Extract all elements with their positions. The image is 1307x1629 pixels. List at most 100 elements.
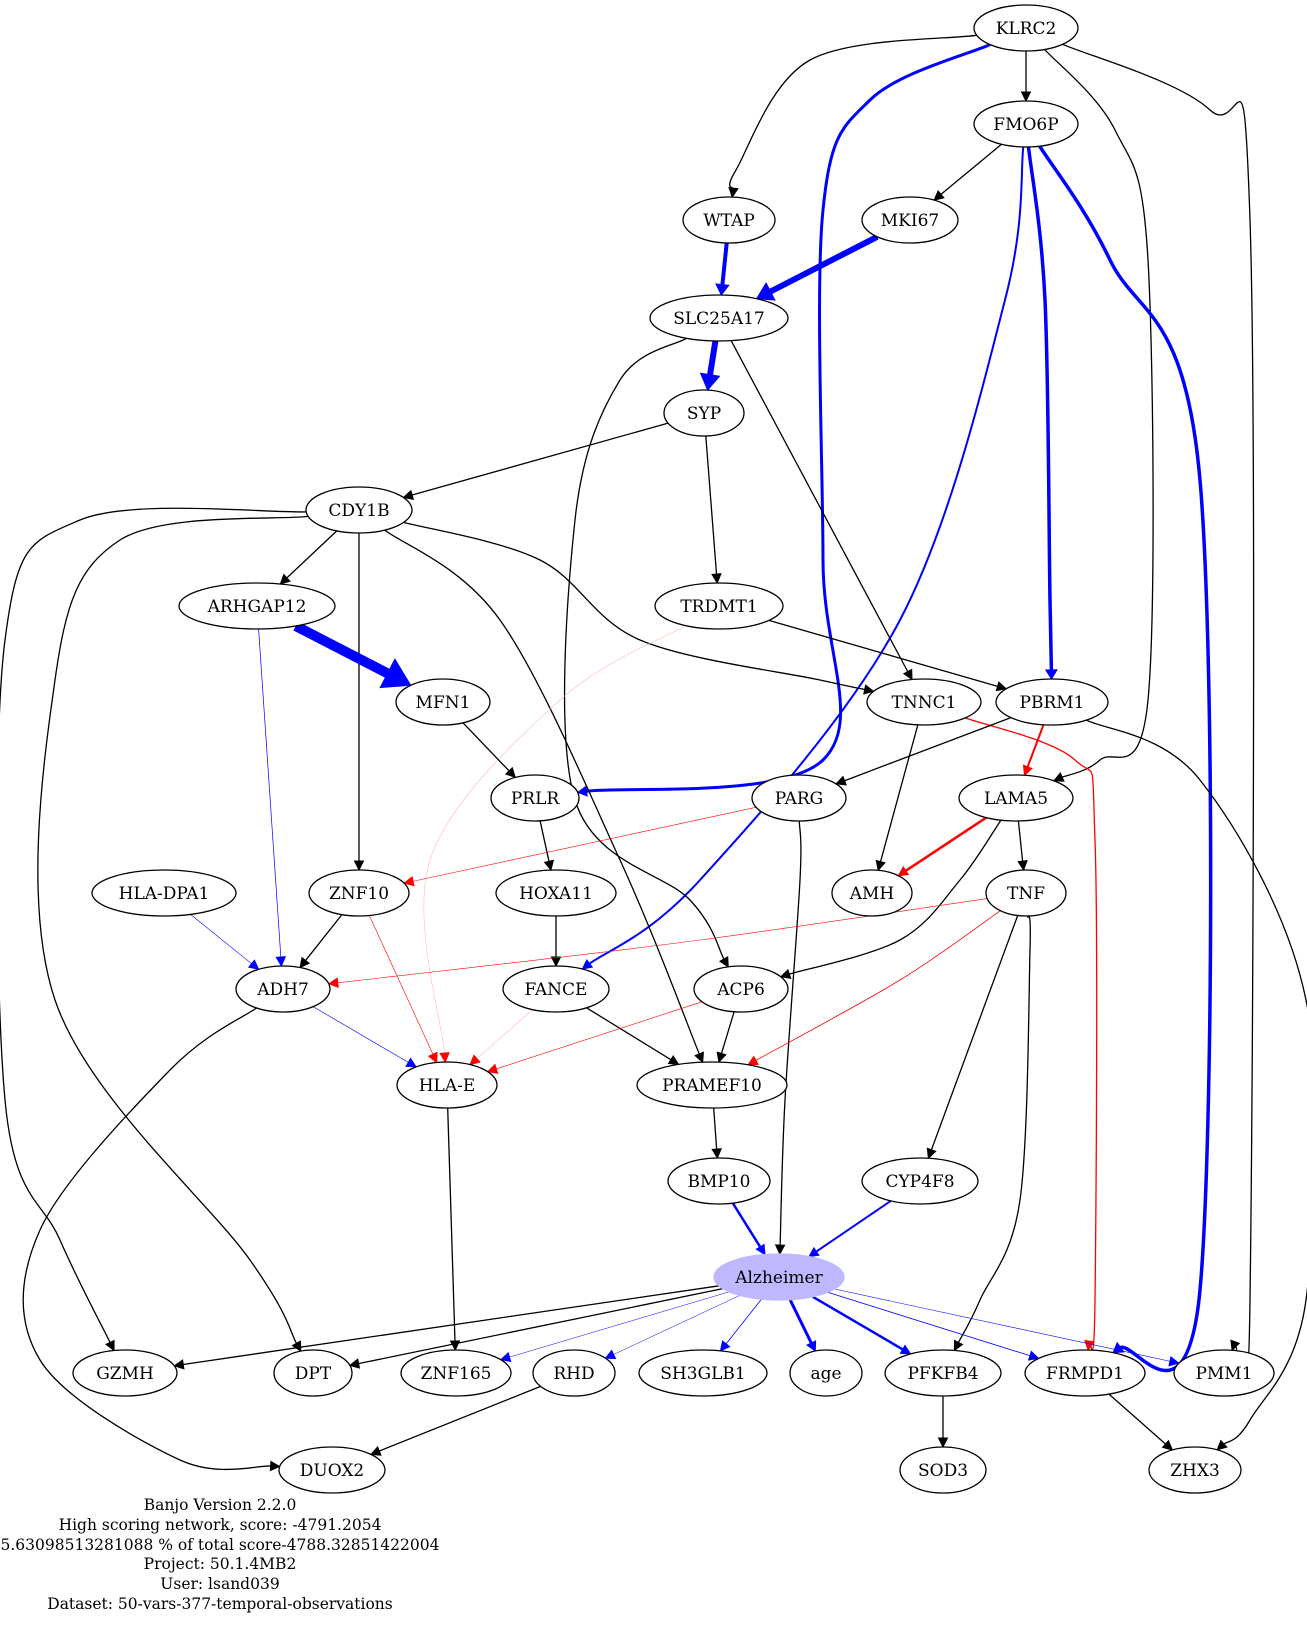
- node-age: age: [789, 1349, 863, 1397]
- edge-arrowhead: [269, 1460, 281, 1472]
- edge-arrowhead: [369, 1445, 382, 1456]
- node-ellipse: [985, 869, 1067, 917]
- node-ellipse: [495, 869, 617, 917]
- edge-lama5-to-amh: [897, 816, 987, 877]
- node-ellipse: [1173, 1349, 1275, 1397]
- edge-line: [357, 1287, 723, 1365]
- edge-line: [369, 915, 434, 1056]
- edge-line: [447, 1107, 456, 1343]
- edge-arrowhead: [897, 865, 910, 877]
- node-ellipse: [973, 100, 1079, 148]
- edge-hla-dpa1-to-adh7: [190, 914, 260, 970]
- edge-arhgap12-to-adh7: [258, 628, 287, 968]
- edge-arrowhead: [1112, 1341, 1125, 1354]
- node-mfn1: MFN1: [395, 678, 491, 726]
- edge-line: [588, 146, 1025, 965]
- node-wtap: WTAP: [682, 196, 776, 244]
- edge-arrowhead: [173, 1359, 185, 1370]
- node-label: ZHX3: [1170, 1461, 1220, 1481]
- edge-parg-to-alzheimer: [774, 820, 802, 1256]
- edge-arrowhead: [1161, 1439, 1174, 1451]
- node-label: DUOX2: [300, 1461, 365, 1481]
- edge-arrowhead: [439, 1052, 450, 1064]
- edge-arrowhead: [718, 955, 729, 968]
- edge-fmo6p-to-fance: [581, 146, 1025, 970]
- node-ellipse: [235, 965, 331, 1013]
- node-ellipse: [654, 582, 784, 630]
- node-ellipse: [72, 1349, 178, 1397]
- edge-arrowhead: [550, 956, 562, 968]
- node-label: RHD: [553, 1364, 594, 1384]
- edge-tnnc1-to-frmpd1: [965, 717, 1098, 1352]
- node-ellipse: [638, 1349, 768, 1397]
- edge-line: [563, 337, 725, 961]
- edge-line: [1026, 146, 1054, 671]
- edge-alzheimer-to-znf165: [499, 1291, 730, 1363]
- node-ellipse: [713, 1253, 845, 1301]
- edge-line: [378, 1385, 541, 1453]
- edge-arrowhead: [747, 1055, 759, 1066]
- node-label: age: [810, 1364, 841, 1384]
- edge-line: [788, 819, 1002, 976]
- node-ellipse: [649, 294, 789, 342]
- node-label: SH3GLB1: [660, 1364, 745, 1384]
- node-label: FMO6P: [993, 115, 1058, 135]
- edge-line: [1026, 724, 1045, 769]
- node-rhd: RHD: [532, 1349, 616, 1397]
- node-duox2: DUOX2: [278, 1446, 386, 1494]
- edge-line: [827, 1291, 1032, 1357]
- node-label: AMH: [849, 884, 895, 904]
- edge-alzheimer-to-age: [788, 1299, 817, 1352]
- edge-fmo6p-to-frmpd1: [1038, 145, 1213, 1373]
- edge-layer: [0, 34, 1307, 1472]
- edge-arrowhead: [604, 1349, 617, 1360]
- edge-arrowhead: [863, 684, 875, 695]
- edge-adh7-to-duox2: [22, 1007, 281, 1472]
- node-label: HLA-E: [419, 1076, 476, 1096]
- node-pbrm1: PBRM1: [995, 678, 1109, 726]
- node-lama5: LAMA5: [958, 774, 1074, 822]
- edge-line: [834, 1288, 1171, 1362]
- node-slc25a17: SLC25A17: [649, 294, 789, 342]
- node-label: PBRM1: [1020, 693, 1085, 713]
- edge-frmpd1-to-zhx3: [1108, 1393, 1174, 1451]
- edge-line: [312, 1006, 410, 1064]
- edge-line: [788, 1299, 814, 1345]
- edge-arrowhead: [1084, 1339, 1095, 1352]
- edge-alzheimer-to-dpt: [348, 1287, 723, 1369]
- node-ellipse: [995, 678, 1109, 726]
- edge-arrowhead: [379, 658, 412, 689]
- edge-arrowhead: [755, 1243, 766, 1256]
- edge-arrowhead: [774, 1244, 786, 1256]
- edge-line: [508, 1291, 730, 1358]
- edge-line: [476, 1009, 533, 1060]
- edge-arrowhead: [247, 959, 260, 970]
- edge-parg-to-znf10: [403, 807, 757, 887]
- node-prlr: PRLR: [490, 774, 580, 822]
- edge-pbrm1-to-parg: [835, 716, 1012, 786]
- edge-cdy1b-to-dpt: [37, 515, 309, 1353]
- edge-line: [37, 515, 309, 1345]
- edge-wtap-to-slc25a17: [715, 242, 730, 296]
- edge-slc25a17-to-tnnc1: [730, 340, 913, 681]
- node-sh3glb1: SH3GLB1: [638, 1349, 768, 1397]
- edge-pbrm1-to-zhx3: [1086, 719, 1307, 1451]
- edge-alzheimer-to-pfkfb4: [811, 1295, 912, 1355]
- node-znf165: ZNF165: [400, 1349, 512, 1397]
- node-label: SYP: [687, 404, 721, 424]
- edge-arrowhead: [716, 1051, 727, 1064]
- node-fmo6p: FMO6P: [973, 100, 1079, 148]
- edge-line: [462, 722, 511, 773]
- edge-cyp4f8-to-alzheimer: [808, 1200, 892, 1258]
- edge-arrowhead: [105, 1339, 115, 1352]
- node-zhx3: ZHX3: [1148, 1446, 1242, 1494]
- node-label: KLRC2: [996, 19, 1057, 39]
- node-pfkfb4: PFKFB4: [884, 1349, 1002, 1397]
- edge-tnf-to-cyp4f8: [926, 915, 1019, 1160]
- edge-line: [293, 621, 391, 679]
- node-ellipse: [958, 774, 1074, 822]
- node-ellipse: [308, 869, 410, 917]
- edge-line: [612, 1295, 740, 1356]
- node-label: ACP6: [716, 980, 765, 1000]
- edge-arrowhead: [933, 189, 945, 201]
